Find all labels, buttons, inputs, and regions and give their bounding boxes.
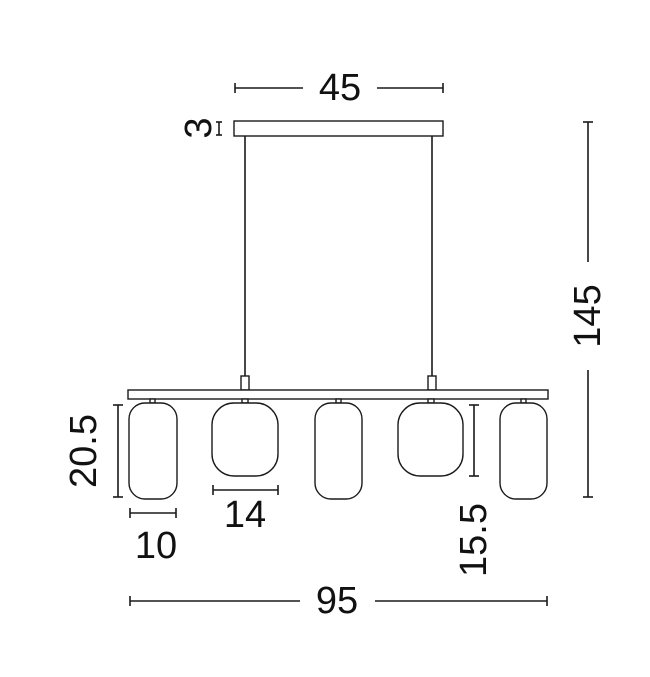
dimension-tall-shade-width: 10	[129, 508, 177, 567]
dimension-label-10: 10	[135, 525, 177, 567]
dimension-label-15-5: 15.5	[453, 503, 495, 577]
dimension-round-shade-height: 15.5	[453, 404, 495, 577]
wire-connector-right	[427, 375, 437, 391]
round-shade	[397, 402, 464, 477]
dimension-total-width: 95	[129, 580, 548, 622]
round-shade	[211, 402, 279, 477]
dimension-label-3: 3	[178, 117, 220, 138]
dimension-label-95: 95	[316, 580, 358, 622]
dimension-tall-shade-height: 20.5	[63, 404, 123, 498]
shades	[128, 398, 548, 500]
ceiling-canopy	[233, 120, 444, 137]
dimension-label-20-5: 20.5	[63, 414, 105, 488]
dimension-canopy-width: 45	[234, 67, 444, 109]
dimension-total-height: 145	[567, 121, 609, 498]
dimension-canopy-height: 3	[178, 117, 222, 139]
dimension-round-shade-width: 14	[212, 485, 279, 536]
tall-shade	[314, 402, 363, 500]
dimension-label-145: 145	[567, 284, 609, 347]
dimension-label-14: 14	[224, 494, 266, 536]
tall-shade	[128, 402, 178, 500]
wire-connector-left	[240, 375, 250, 391]
horizontal-bar	[127, 389, 549, 400]
dimension-label-45: 45	[319, 67, 361, 109]
tall-shade	[499, 402, 548, 500]
